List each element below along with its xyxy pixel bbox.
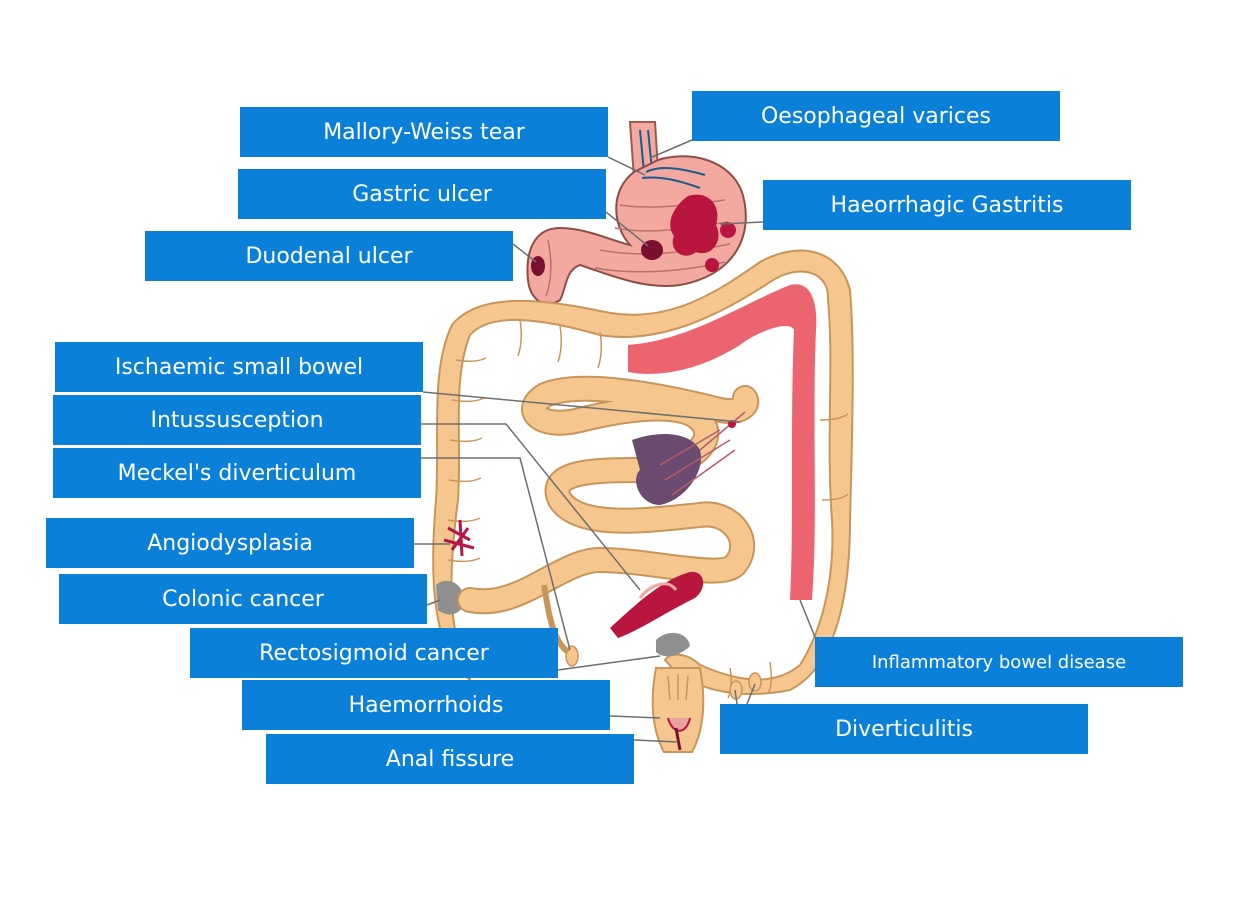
label-duodenal-ulcer[interactable]: Duodenal ulcer xyxy=(145,231,513,281)
label-haeorrhagic-gastritis[interactable]: Haeorrhagic Gastritis xyxy=(763,180,1131,230)
label-oesophageal-varices[interactable]: Oesophageal varices xyxy=(692,91,1060,141)
colon xyxy=(432,249,854,700)
label-mallory-weiss-tear[interactable]: Mallory-Weiss tear xyxy=(240,107,608,157)
label-anal-fissure[interactable]: Anal fissure xyxy=(266,734,634,784)
label-meckels-diverticulum[interactable]: Meckel's diverticulum xyxy=(53,448,421,498)
label-angiodysplasia[interactable]: Angiodysplasia xyxy=(46,518,414,568)
label-gastric-ulcer[interactable]: Gastric ulcer xyxy=(238,169,606,219)
small-bowel xyxy=(457,375,760,655)
label-ischaemic-small-bowel[interactable]: Ischaemic small bowel xyxy=(55,342,423,392)
label-intussusception[interactable]: Intussusception xyxy=(53,395,421,445)
rectum-anus xyxy=(651,667,705,753)
label-diverticulitis[interactable]: Diverticulitis xyxy=(720,704,1088,754)
stomach xyxy=(526,155,747,305)
label-rectosigmoid-cancer[interactable]: Rectosigmoid cancer xyxy=(190,628,558,678)
label-haemorrhoids[interactable]: Haemorrhoids xyxy=(242,680,610,730)
label-colonic-cancer[interactable]: Colonic cancer xyxy=(59,574,427,624)
leader-lines xyxy=(414,139,816,743)
label-inflammatory-bowel-disease[interactable]: Inflammatory bowel disease xyxy=(815,637,1183,687)
